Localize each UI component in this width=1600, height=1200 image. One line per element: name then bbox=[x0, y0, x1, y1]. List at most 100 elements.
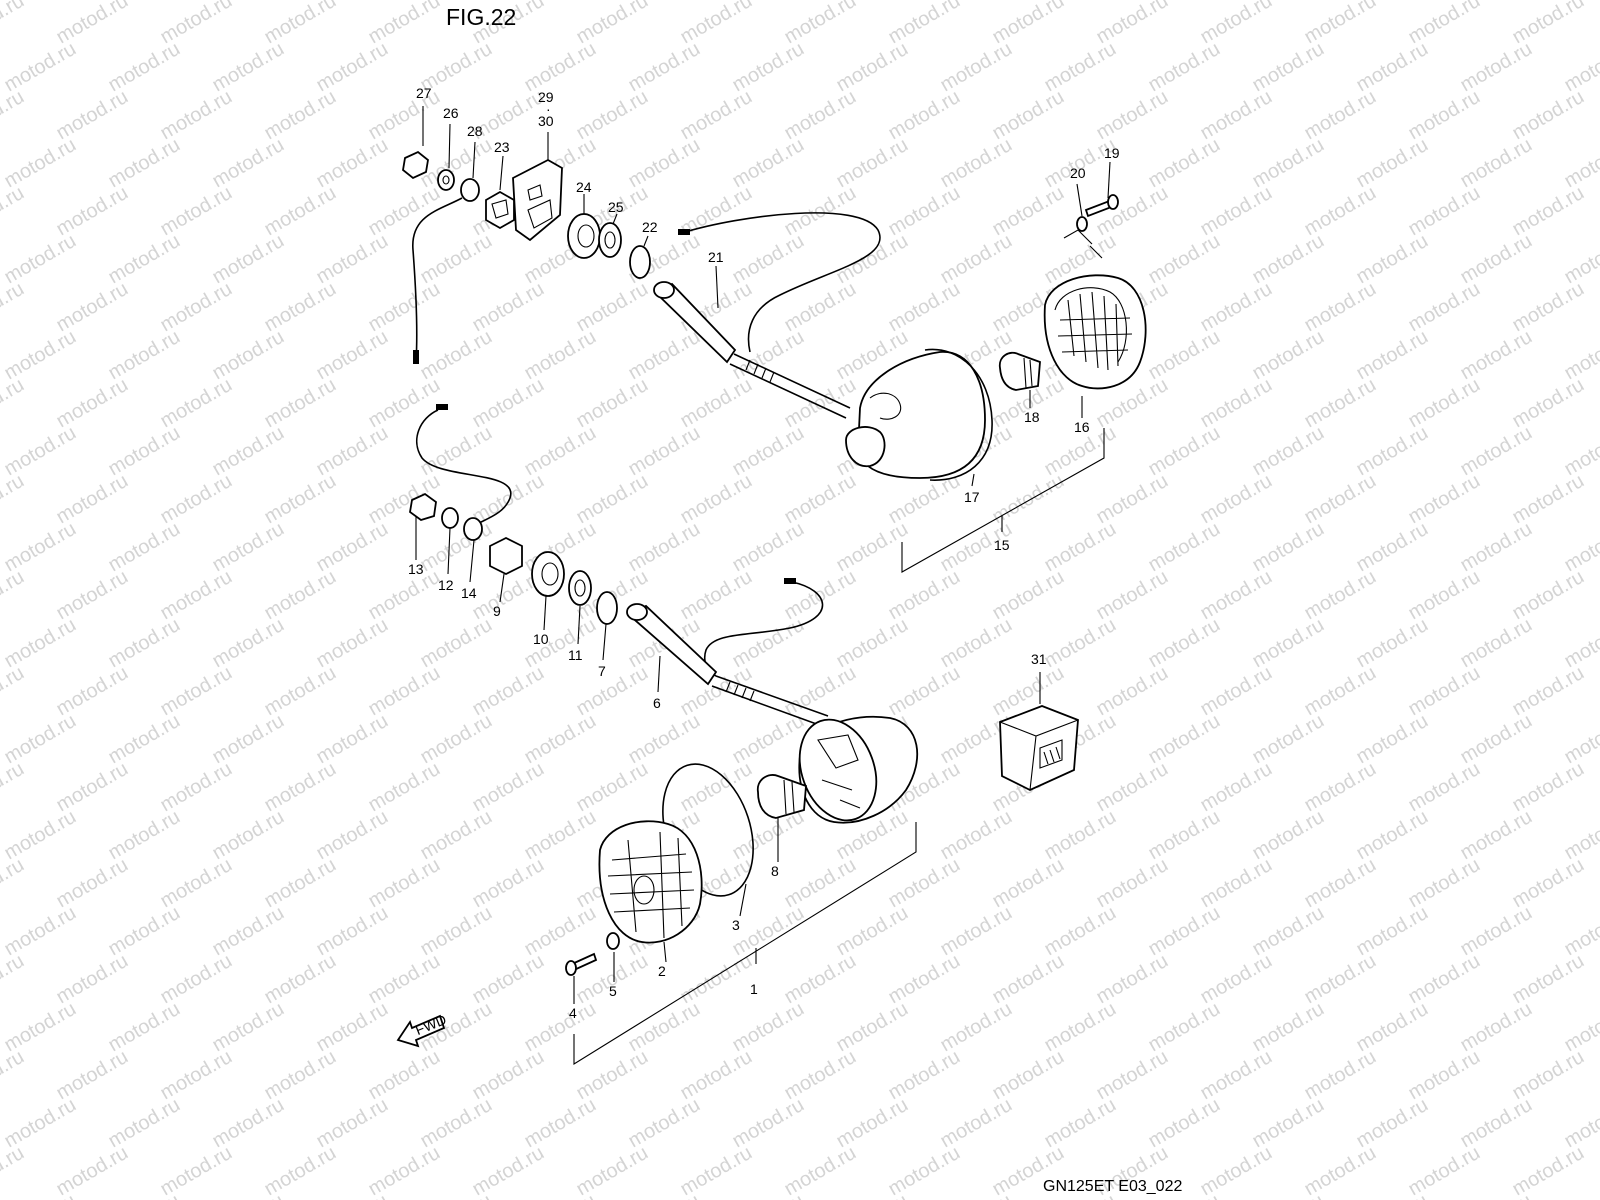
part-6-wire-end bbox=[784, 578, 796, 584]
callout-18: 18 bbox=[1024, 409, 1040, 425]
callout-2: 2 bbox=[658, 963, 666, 979]
part-11-washer bbox=[568, 570, 592, 606]
callout-16: 16 bbox=[1074, 419, 1090, 435]
part-6-thread bbox=[725, 681, 755, 702]
part-9-nut bbox=[489, 536, 523, 576]
forward-direction-indicator: FWD bbox=[396, 1011, 448, 1048]
callout-23: 23 bbox=[494, 139, 510, 155]
leader-line bbox=[971, 473, 975, 487]
leader-line bbox=[499, 155, 504, 191]
callout-29: 29 bbox=[538, 89, 554, 105]
part-2-lens-ribs bbox=[607, 831, 695, 939]
lower-turn-signal-assembly: FWD bbox=[396, 404, 919, 1048]
part-28-ground-lead bbox=[412, 197, 463, 363]
part-11-washer-hole bbox=[574, 579, 586, 597]
part-6-wire bbox=[703, 581, 824, 677]
callout-26: 26 bbox=[443, 105, 459, 121]
leader-line bbox=[739, 883, 747, 917]
leader-line bbox=[663, 941, 667, 963]
part-20-washer bbox=[1076, 216, 1088, 232]
part-5-washer bbox=[606, 932, 620, 950]
leader-line bbox=[643, 235, 649, 247]
leader-line bbox=[499, 573, 505, 603]
leader-line bbox=[448, 123, 451, 169]
callout-17: 17 bbox=[964, 489, 980, 505]
turn-signal-relay bbox=[999, 705, 1079, 791]
callout-15: 15 bbox=[994, 537, 1010, 553]
part-8-bulb bbox=[756, 774, 807, 819]
part-18-bulb bbox=[998, 351, 1041, 391]
leader-line bbox=[715, 265, 719, 309]
callout-24: 24 bbox=[576, 179, 592, 195]
part-24-grommet-inner bbox=[577, 224, 595, 248]
part-30-bracket-hole bbox=[527, 199, 553, 229]
callout-27: 27 bbox=[416, 85, 432, 101]
leader-line bbox=[612, 213, 618, 225]
part-2-lens-center bbox=[633, 875, 655, 905]
part-17-housing-rim bbox=[924, 348, 993, 481]
figure-code: GN125ET E03_022 bbox=[1043, 1178, 1183, 1195]
part-17-housing-detail bbox=[869, 392, 902, 420]
callout-6: 6 bbox=[653, 695, 661, 711]
callout-labels: 27 26 28 29 · 30 23 24 25 22 21 20 19 18… bbox=[408, 85, 1120, 1021]
leader-line bbox=[657, 655, 661, 693]
part-23-nut-face bbox=[491, 199, 509, 219]
part-14-ground-lead bbox=[416, 409, 512, 527]
callout-1: 1 bbox=[750, 981, 758, 997]
part-31-relay-edge bbox=[999, 719, 1079, 791]
leader-lines bbox=[415, 106, 1111, 1065]
part-28-terminal bbox=[460, 178, 480, 202]
part-22-lockwasher bbox=[629, 245, 651, 279]
assembly-1-bracket bbox=[573, 822, 917, 1065]
part-16-lens-ribs bbox=[1057, 291, 1133, 371]
leader-line bbox=[577, 605, 581, 645]
callout-22: 22 bbox=[642, 219, 658, 235]
part-18-bulb-base bbox=[1023, 357, 1033, 389]
callout-20: 20 bbox=[1070, 165, 1086, 181]
callout-14: 14 bbox=[461, 585, 477, 601]
callout-11: 11 bbox=[568, 647, 583, 663]
part-30-bracket-slot bbox=[527, 184, 543, 201]
part-10-grommet-inner bbox=[541, 562, 559, 586]
part-1-housing-face bbox=[798, 718, 878, 822]
callout-25: 25 bbox=[608, 199, 624, 215]
part-21-thread bbox=[745, 359, 775, 383]
part-26-washer-hole bbox=[442, 175, 450, 185]
callout-30: 30 bbox=[538, 113, 554, 129]
part-21-wire-end bbox=[678, 229, 690, 235]
callout-12: 12 bbox=[438, 577, 454, 593]
part-13-nut bbox=[409, 492, 437, 521]
leader-line bbox=[472, 141, 476, 179]
leader-line bbox=[543, 595, 547, 631]
callout-19: 19 bbox=[1104, 145, 1120, 161]
callout-31: 31 bbox=[1031, 651, 1047, 667]
part-19-screw-head bbox=[1107, 194, 1119, 210]
callout-13: 13 bbox=[408, 561, 424, 577]
part-21-stay-end bbox=[653, 281, 675, 299]
part-27-nut bbox=[402, 150, 429, 180]
part-19-20-leader-dash bbox=[1063, 229, 1103, 259]
part-17-housing-boss bbox=[845, 426, 886, 468]
part-14-lead-end bbox=[436, 404, 448, 410]
part-6-threaded-rod bbox=[711, 675, 829, 727]
callout-4: 4 bbox=[569, 1005, 577, 1021]
callout-5: 5 bbox=[609, 983, 617, 999]
assembly-15-bracket bbox=[901, 428, 1105, 573]
part-8-bulb-base bbox=[783, 779, 795, 815]
part-16-lens-face bbox=[1054, 287, 1127, 363]
part-2-lens bbox=[598, 820, 703, 944]
part-30-bracket bbox=[512, 158, 563, 242]
part-31-relay-terminals bbox=[1039, 739, 1063, 769]
callout-7: 7 bbox=[598, 663, 606, 679]
leader-line bbox=[469, 539, 475, 583]
part-21-threaded-rod bbox=[729, 353, 851, 419]
fwd-arrow-icon bbox=[396, 1014, 446, 1048]
part-6-stay-end bbox=[626, 603, 648, 621]
figure-title: FIG.22 bbox=[446, 4, 517, 30]
callout-8: 8 bbox=[771, 863, 779, 879]
upper-turn-signal-assembly bbox=[402, 150, 1147, 481]
callout-10: 10 bbox=[533, 631, 549, 647]
part-28-lead-end bbox=[413, 350, 419, 364]
part-17-housing bbox=[857, 351, 986, 479]
